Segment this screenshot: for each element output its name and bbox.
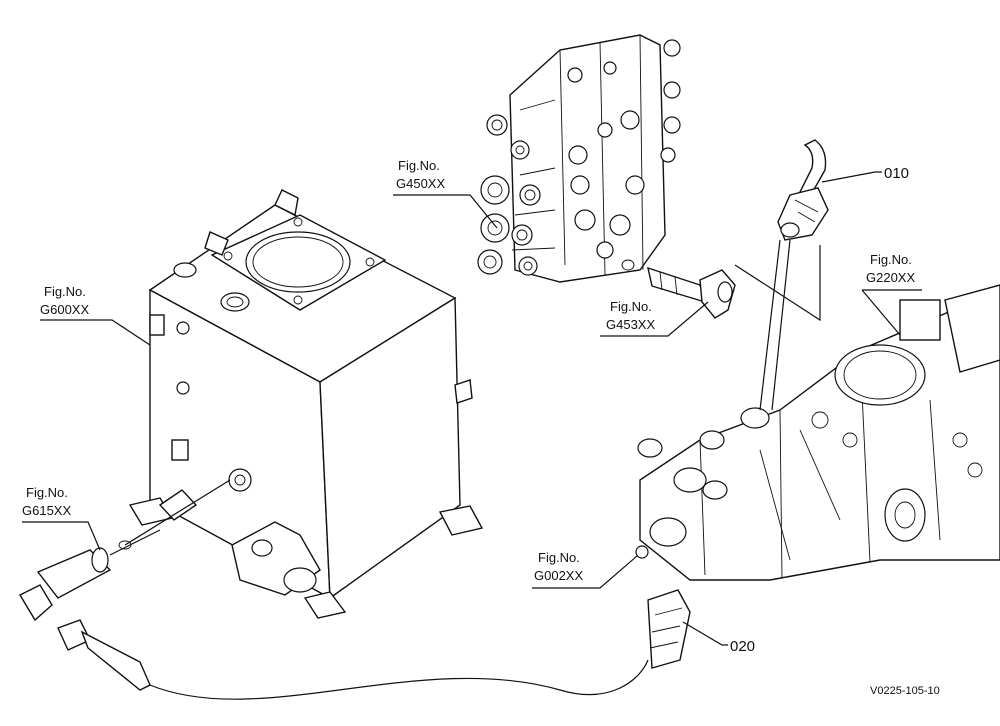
part-number-010: 010 [884,165,909,182]
label-g220-line1: Fig.No. [870,252,912,267]
label-g220: Fig.No. G220XX [866,252,915,285]
label-g615-line1: Fig.No. [26,485,68,500]
pressure-line [759,239,781,411]
leader-lines [22,171,922,646]
label-g220-line2: G220XX [866,270,915,285]
label-g615: Fig.No. G615XX [22,485,71,518]
label-g450-line2: G450XX [396,176,445,191]
label-g453: Fig.No. G453XX [606,299,655,332]
elbow-fitting [647,266,736,319]
pressure-line-edge [771,239,791,411]
label-g450: Fig.No. G450XX [396,158,445,191]
hydraulic-tank [128,189,484,619]
suction-fitting [19,540,132,622]
part-number-020: 020 [730,638,755,655]
label-g600-line1: Fig.No. [44,284,86,299]
label-g453-line1: Fig.No. [610,299,652,314]
label-g002: Fig.No. G002XX [534,550,583,583]
label-g453-line2: G453XX [606,317,655,332]
hose-010 [777,139,829,241]
diagram-reference-code: V0225-105-10 [870,685,940,697]
return-line-020 [57,589,691,700]
label-g615-line2: G615XX [22,503,71,518]
label-g600-line2: G600XX [40,302,89,317]
label-g600: Fig.No. G600XX [40,284,89,317]
control-valve-assembly [477,34,681,283]
label-g002-line2: G002XX [534,568,583,583]
hydraulic-pump-assembly [635,284,1000,581]
label-g450-line1: Fig.No. [398,158,440,173]
label-g002-line1: Fig.No. [538,550,580,565]
